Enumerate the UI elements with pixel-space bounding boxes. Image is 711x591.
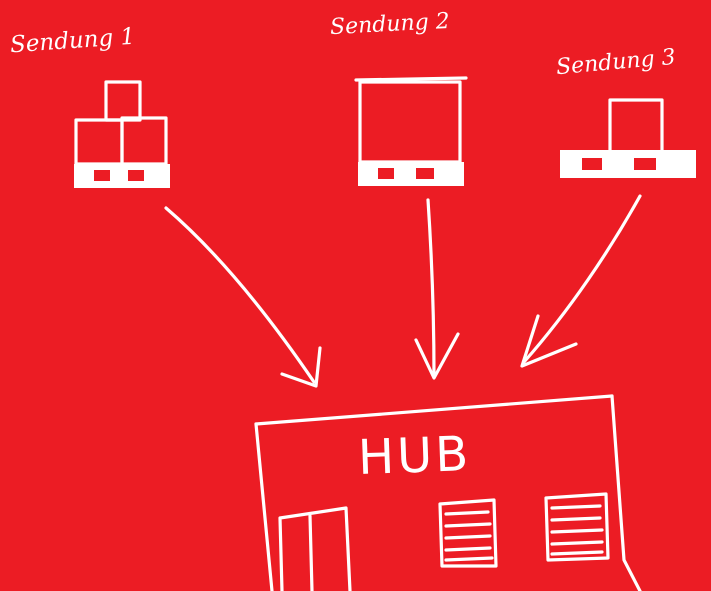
shipment-1-box-right [122, 118, 166, 164]
shipment-2-pallet [358, 162, 464, 186]
shipment-2-pallet-stack [356, 78, 466, 186]
shipment-3-pallet [560, 150, 696, 178]
shipment-1-box-left [76, 120, 122, 164]
hub-building [256, 396, 640, 591]
shipment-2-box [360, 82, 460, 162]
hub-door [280, 508, 350, 591]
shipment-1-pallet [74, 164, 170, 188]
hub-loading-gate-2 [546, 494, 608, 560]
hub-right-wall [612, 396, 640, 591]
shipment-1-pallet-stack [74, 82, 170, 188]
hub-left-wall [256, 424, 272, 591]
arrow-shipment-3-to-hub [522, 196, 640, 366]
arrow-shipment-2-to-hub [416, 200, 458, 378]
shipment-1-box-top [106, 82, 140, 120]
hub-title: HUB [357, 426, 472, 486]
hub-loading-gate-1 [440, 500, 496, 566]
shipment-3-pallet-stack [560, 100, 696, 178]
shipment-3-box [610, 100, 662, 152]
arrow-shipment-1-to-hub [166, 208, 320, 386]
hub-roof-line [256, 396, 612, 424]
